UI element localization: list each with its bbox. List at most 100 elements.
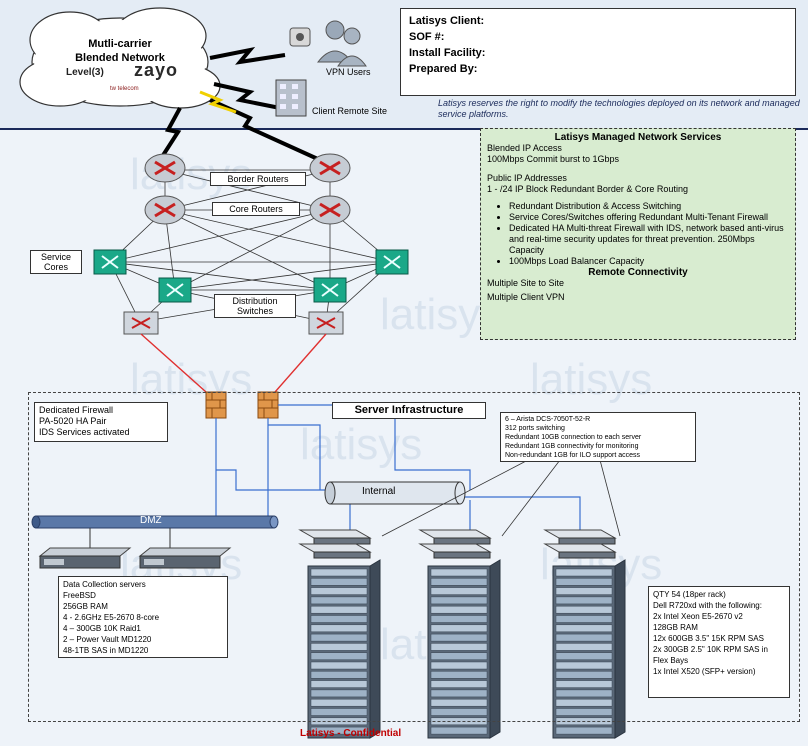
rack-server-unit [555, 698, 613, 707]
public-ip: Public IP Addresses [487, 173, 567, 183]
client-info-box: Latisys Client: SOF #: Install Facility:… [400, 8, 796, 96]
dmz-bus [31, 515, 279, 552]
top-of-rack-switch [298, 529, 372, 545]
list-item: Service Cores/Switches offering Redundan… [509, 212, 789, 223]
list-item: 100Mbps Load Balancer Capacity [509, 256, 789, 267]
client-remote-site-label: Client Remote Site [312, 106, 388, 116]
facility-field: Install Facility: [409, 47, 486, 59]
remote-connectivity-title: Remote Connectivity [588, 267, 688, 278]
distribution-switch-icon [123, 311, 159, 335]
rack-server-unit [430, 680, 488, 688]
rack-server-unit [310, 652, 368, 660]
rack-server-unit [310, 708, 368, 716]
data-collection-box: Data Collection servers FreeBSD 256GB RA… [58, 576, 228, 658]
lightning-icon [158, 107, 182, 162]
rack-server-unit [310, 726, 368, 735]
rack-server-unit [310, 596, 368, 605]
lightning-icon [213, 82, 281, 110]
cloud-subtitle: Blended Network [75, 52, 165, 64]
firewall-link [140, 333, 216, 401]
vpn-users-icon [289, 20, 367, 67]
list-item: Redundant Distribution & Access Switchin… [509, 201, 789, 212]
rack-server-unit [555, 652, 613, 660]
arista-switch-box: 6 – Arista DCS-7050T-52-R 312 ports swit… [500, 412, 696, 462]
server-icon [138, 547, 232, 569]
rack-server-unit [555, 587, 613, 595]
building-icon [275, 79, 307, 117]
ip-block: 1 - /24 IP Block Redundant Border & Core… [487, 184, 688, 194]
rack-server-unit [430, 624, 488, 633]
lightning-bolt-yellow [199, 90, 237, 114]
callout-line [501, 459, 561, 537]
rack-server-unit [555, 605, 613, 614]
client-vpn: Multiple Client VPN [487, 292, 565, 302]
list-item: Dedicated HA Multi-threat Firewall with … [509, 223, 789, 256]
zayo-logo: zayo [134, 60, 179, 80]
client-field: Latisys Client: [409, 15, 485, 27]
dmz-label: DMZ [140, 515, 162, 526]
switch-icon [93, 249, 127, 275]
internal-label: Internal [362, 486, 396, 497]
top-of-rack-switch [418, 543, 492, 559]
internal-bus [324, 481, 466, 505]
confidential-footer: Latisys - Confidential [300, 728, 402, 739]
router-icon [309, 153, 351, 183]
router-icon [309, 195, 351, 225]
blended-ip: Blended IP Access [487, 143, 562, 153]
rack-server-unit [555, 568, 613, 577]
vpn-users-label: VPN Users [326, 67, 371, 77]
rack-server-unit [555, 643, 613, 651]
rack-server-unit [555, 624, 613, 633]
server-infrastructure-area [28, 392, 800, 722]
distribution-switch-icon [308, 311, 344, 335]
server-spec-box: QTY 54 (18per rack) Dell R720xd with the… [648, 586, 790, 698]
rack-server-unit [310, 568, 368, 577]
rack-server-unit [555, 689, 613, 698]
firewall-box: Dedicated Firewall PA-5020 HA Pair IDS S… [34, 402, 168, 442]
router-icon [144, 153, 186, 183]
rack-server-unit [430, 726, 488, 735]
router-icon [144, 195, 186, 225]
rack-server-unit [430, 605, 488, 614]
rack-server-unit [310, 624, 368, 633]
rack-server-unit [430, 698, 488, 707]
server-rack [543, 529, 626, 739]
service-cores-label: Service Cores [30, 250, 82, 274]
callout-line [599, 459, 621, 537]
rack-server-unit [430, 708, 488, 716]
level3-logo: Level(3) [66, 67, 104, 78]
rack-server-unit [430, 615, 488, 623]
server-rack [298, 529, 381, 739]
rack-server-unit [555, 726, 613, 735]
rack-server-unit [310, 633, 368, 642]
disclaimer: Latisys reserves the right to modify the… [438, 98, 800, 119]
server-icon [38, 547, 132, 569]
rack-server-unit [430, 633, 488, 642]
rack-server-unit [310, 578, 368, 586]
prepared-by-field: Prepared By: [409, 63, 478, 75]
services-list: Redundant Distribution & Access Switchin… [487, 201, 789, 267]
core-routers-label: Core Routers [212, 202, 300, 216]
rack-server-unit [310, 689, 368, 698]
rack-server-unit [310, 587, 368, 595]
rack-server-unit [430, 643, 488, 651]
sof-field: SOF #: [409, 31, 445, 43]
rack-server-unit [430, 671, 488, 679]
border-routers-label: Border Routers [210, 172, 306, 186]
services-title: Latisys Managed Network Services [554, 132, 722, 143]
rack-server-unit [430, 652, 488, 660]
rack-server-unit [310, 661, 368, 670]
cloud-title: Mutli-carrier [88, 38, 152, 50]
top-of-rack-switch [298, 543, 372, 559]
carrier-cloud [19, 7, 221, 109]
switch-icon [313, 277, 347, 303]
top-of-rack-switch [418, 529, 492, 545]
rack-server-unit [555, 671, 613, 679]
rack-server-unit [430, 568, 488, 577]
rack-server-unit [310, 643, 368, 651]
watermark: latisys [530, 355, 653, 404]
rack-server-unit [430, 661, 488, 670]
distribution-switches-label: Distribution Switches [214, 294, 296, 318]
top-of-rack-switch [543, 543, 617, 559]
